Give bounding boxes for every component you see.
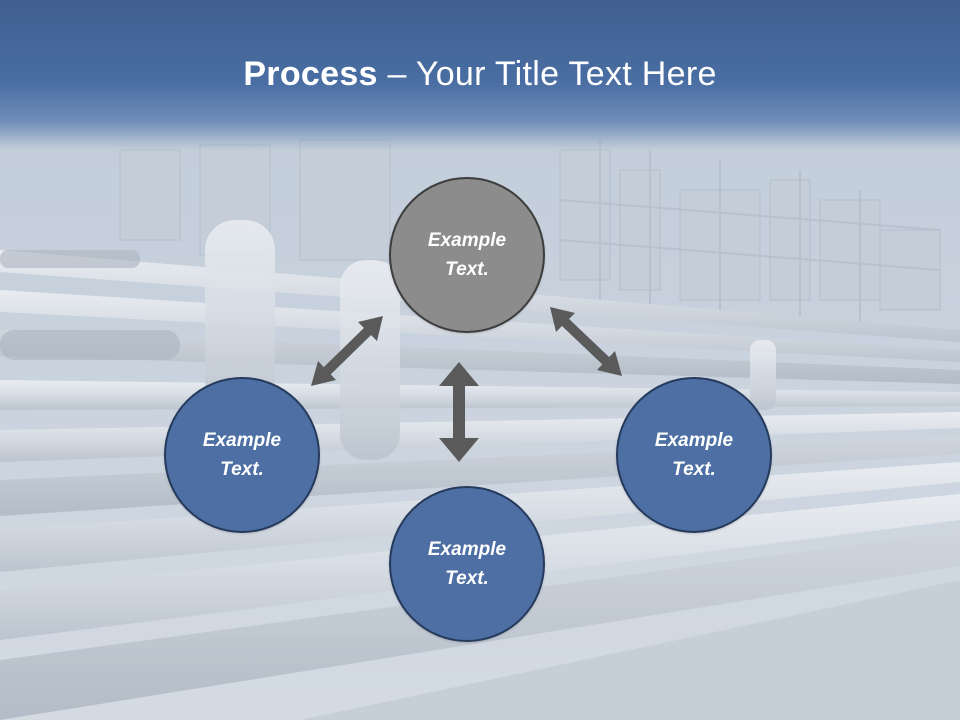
node-top-text: Example Text. — [407, 226, 527, 284]
process-node-bottom: Example Text. — [389, 486, 545, 642]
node-right-line1: Example — [654, 430, 734, 451]
node-left-text: Example Text. — [182, 426, 302, 484]
node-left-line2: Text. — [220, 459, 264, 480]
node-right-line2: Text. — [672, 459, 716, 480]
node-top-line2: Text. — [445, 259, 489, 280]
title-bold: Process — [243, 55, 378, 93]
node-right-text: Example Text. — [634, 426, 754, 484]
node-top-line1: Example — [427, 230, 507, 251]
slide-title: Process – Your Title Text Here — [0, 52, 960, 96]
process-node-top: Example Text. — [389, 177, 545, 333]
node-bottom-line1: Example — [427, 539, 507, 560]
node-left-line1: Example — [202, 430, 282, 451]
title-rest: – Your Title Text Here — [377, 55, 717, 93]
arrow-top-left — [311, 316, 383, 386]
node-bottom-line2: Text. — [445, 568, 489, 589]
process-node-left: Example Text. — [164, 377, 320, 533]
node-bottom-text: Example Text. — [407, 535, 527, 593]
title-band — [0, 0, 960, 150]
process-node-right: Example Text. — [616, 377, 772, 533]
arrow-vertical — [439, 362, 479, 462]
arrow-top-right — [550, 307, 622, 376]
